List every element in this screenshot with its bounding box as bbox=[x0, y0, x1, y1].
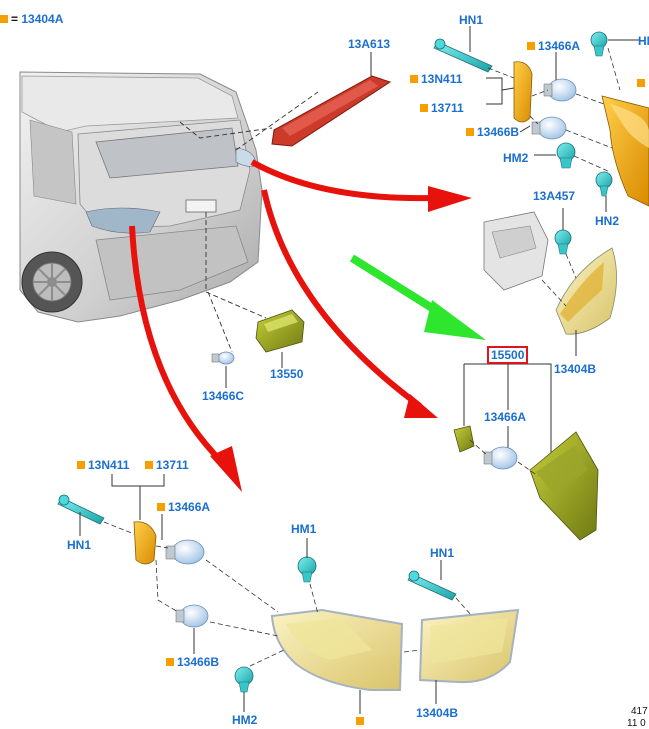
legend-marker bbox=[0, 15, 8, 23]
highlighted-part-number: 15500 bbox=[487, 346, 529, 364]
label-text: 13466A bbox=[168, 500, 211, 514]
high-mount-stop-lamp bbox=[271, 52, 392, 147]
label-13466b-lower[interactable]: 13466B bbox=[166, 655, 219, 669]
orange-marker bbox=[527, 42, 535, 50]
lower-left-assembly bbox=[57, 474, 520, 714]
label-13466a-lower[interactable]: 13466A bbox=[157, 500, 210, 514]
orange-marker-partial bbox=[637, 76, 648, 90]
label-13404b-upper[interactable]: 13404B bbox=[554, 362, 597, 376]
label-hn1-lower-left[interactable]: HN1 bbox=[67, 538, 92, 552]
orange-marker bbox=[166, 658, 174, 666]
orange-marker bbox=[145, 461, 153, 469]
upper-right-assembly bbox=[433, 26, 649, 212]
license-lamp-assembly bbox=[211, 309, 305, 388]
orange-marker bbox=[77, 461, 85, 469]
label-13n411-upper[interactable]: 13N411 bbox=[410, 72, 462, 86]
legend: = 13404A bbox=[0, 12, 63, 26]
label-13466c[interactable]: 13466C bbox=[202, 389, 245, 403]
label-13a613[interactable]: 13A613 bbox=[348, 37, 391, 51]
legend-code: 13404A bbox=[21, 12, 64, 26]
leader-lines bbox=[179, 91, 319, 353]
label-hm2-lower[interactable]: HM2 bbox=[232, 713, 258, 727]
label-13550[interactable]: 13550 bbox=[270, 367, 304, 381]
label-13466a-upper[interactable]: 13466A bbox=[527, 39, 580, 53]
label-text: 13466A bbox=[538, 39, 581, 53]
label-text: 13466B bbox=[177, 655, 220, 669]
label-text: 13711 bbox=[431, 101, 464, 115]
label-13a457[interactable]: 13A457 bbox=[533, 189, 576, 203]
legend-equals: = bbox=[11, 12, 19, 26]
orange-marker bbox=[410, 75, 418, 83]
green-callout-arrow bbox=[349, 254, 486, 340]
label-hn2[interactable]: HN2 bbox=[595, 214, 620, 228]
label-text: 13466B bbox=[477, 125, 520, 139]
orange-marker bbox=[420, 104, 428, 112]
label-hn1-lower-right[interactable]: HN1 bbox=[430, 546, 455, 560]
orange-marker bbox=[637, 79, 645, 87]
label-15500[interactable]: 15500 bbox=[487, 346, 529, 364]
label-13n411-lower[interactable]: 13N411 bbox=[77, 458, 129, 472]
label-13466a-middle[interactable]: 13466A bbox=[484, 410, 527, 424]
orange-marker bbox=[356, 717, 364, 725]
label-text: 13N411 bbox=[421, 72, 463, 86]
label-hn1-upper[interactable]: HN1 bbox=[459, 13, 484, 27]
red-callout-arrows bbox=[129, 159, 472, 492]
label-hm2-upper[interactable]: HM2 bbox=[503, 151, 529, 165]
label-hm1[interactable]: HM1 bbox=[291, 522, 317, 536]
label-13711-lower[interactable]: 13711 bbox=[145, 458, 189, 472]
orange-marker bbox=[466, 128, 474, 136]
label-text: 13711 bbox=[156, 458, 189, 472]
orange-marker bbox=[157, 503, 165, 511]
reverse-lamp-assembly bbox=[483, 208, 617, 356]
label-hn-partial[interactable]: HN bbox=[638, 34, 649, 48]
assembly-15500 bbox=[453, 363, 599, 541]
label-13404b-lower[interactable]: 13404B bbox=[416, 706, 459, 720]
label-13466b-upper[interactable]: 13466B bbox=[466, 125, 519, 139]
orange-marker-bottom bbox=[356, 714, 367, 728]
label-13711-upper[interactable]: 13711 bbox=[420, 101, 464, 115]
page-number: 417 bbox=[631, 706, 648, 717]
label-text: 13N411 bbox=[88, 458, 130, 472]
